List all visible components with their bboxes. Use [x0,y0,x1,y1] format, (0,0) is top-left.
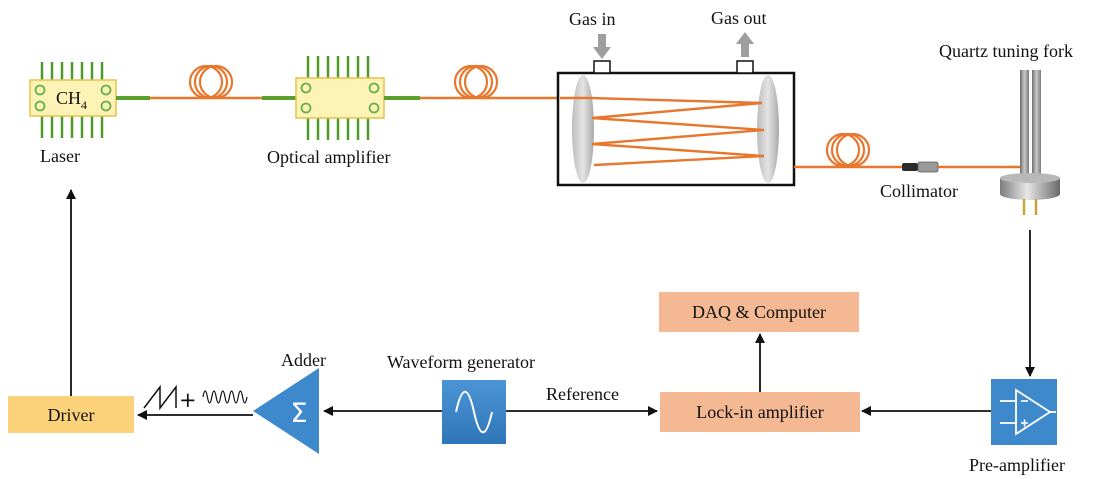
laser-module: CH4 Laser [29,62,117,166]
sawtooth-ramp-icon [143,384,177,411]
fork-base-top [1000,173,1060,183]
laser-dot [100,84,112,96]
waveform-generator: Waveform generator [387,352,535,444]
reference-label: Reference [546,384,619,404]
amplifier-dot [368,102,380,114]
lock-in-amplifier-label: Lock-in amplifier [696,402,823,422]
laser-pins [40,62,104,138]
quartz-tuning-fork: Quartz tuning fork [939,41,1073,215]
multipass-gas-cell: Gas in Gas out [556,8,796,187]
daq-computer-box [659,292,859,332]
optical-amplifier-label: Optical amplifier [267,147,390,167]
optical-amplifier-module: Optical amplifier [267,56,390,167]
lock-in-amplifier-box [660,392,860,432]
fiber-laser-to-amp [116,64,296,100]
gas-out-arrow [736,32,754,57]
fiber-coil [188,64,234,100]
laser-dot [34,84,46,96]
beam-path [560,96,765,167]
driver-box [8,396,134,433]
amplifier-dot [300,102,312,114]
adder: Σ Adder [253,350,326,454]
daq-computer-label: DAQ & Computer [692,302,826,322]
plus-symbol-icon: + [179,388,197,412]
sine-wave-icon [455,390,493,434]
amplifier-dot [368,82,380,94]
lock-in-amplifier: Lock-in amplifier [660,392,860,432]
pre-amplifier-label: Pre-amplifier [969,455,1065,475]
gas-in-arrow [593,34,611,59]
laser-dot [100,100,112,112]
fiber-amp-to-cell [384,64,558,100]
adder-triangle [253,368,319,454]
laser-chip-label: CH4 [56,88,87,112]
laser-label: Laser [40,146,80,166]
driver-label: Driver [48,405,95,425]
pre-amplifier: Pre-amplifier [969,379,1065,475]
ramp-plus-modulation-icon: + [143,384,248,412]
sum-symbol-icon: Σ [290,398,307,429]
fiber-coil [453,64,499,100]
gas-inlet-port [593,60,611,74]
fiber-cell-to-fork: Collimator [794,132,1024,201]
pre-amplifier-box [991,379,1057,445]
adder-label: Adder [281,350,326,370]
fork-prong-left [1020,70,1029,178]
driver: Driver [8,396,134,433]
daq-computer: DAQ & Computer [659,292,859,332]
fiber-coil [825,132,871,168]
laser-dot [34,100,46,112]
left-mirror [572,75,594,183]
gas-in-label: Gas in [569,9,616,29]
amplifier-pins [306,56,370,140]
amplifier-chip [295,77,385,119]
gas-outlet-port [736,60,754,74]
waveform-generator-label: Waveform generator [387,352,535,372]
op-amp-symbol [1015,388,1052,436]
collimator-label: Collimator [880,181,958,201]
fork-base [1000,178,1060,200]
gas-out-label: Gas out [711,8,767,28]
fork-prong-right [1032,70,1041,178]
quartz-tuning-fork-label: Quartz tuning fork [939,41,1073,61]
amplifier-dot [300,82,312,94]
modulation-sine-icon [202,390,248,404]
collimator [902,161,939,173]
